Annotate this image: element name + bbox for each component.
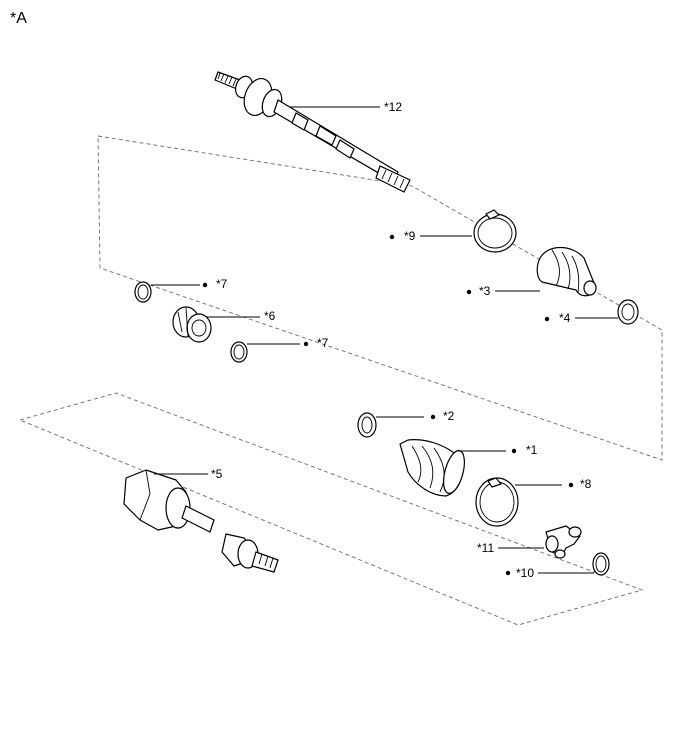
callout-label: *4 — [559, 311, 571, 325]
boot-outer — [536, 246, 597, 297]
view-label: *A — [10, 10, 27, 27]
callout-label: *8 — [580, 477, 592, 491]
callout-c11: *11 — [477, 541, 544, 555]
callout-dot — [430, 414, 436, 420]
callout-dot — [511, 448, 517, 454]
callout-c7a: *7 — [151, 277, 228, 291]
callout-label: *11 — [477, 541, 494, 555]
callout-label: *6 — [264, 309, 276, 323]
callout-c8: *8 — [515, 477, 592, 491]
callout-c9: *9 — [389, 229, 472, 243]
callout-c12: *12 — [290, 100, 402, 114]
inboard-joint-housing — [123, 469, 279, 573]
upper-assembly-outline — [97, 135, 663, 461]
boot-clamp-inner-large — [475, 477, 519, 527]
snap-ring-tripod — [592, 552, 610, 576]
callout-label: *7 — [317, 336, 329, 350]
callout-label: *2 — [443, 409, 455, 423]
callout-c3: *3 — [466, 284, 540, 298]
callout-label: *5 — [211, 467, 223, 481]
callout-label: *3 — [479, 284, 491, 298]
callout-dot — [544, 316, 550, 322]
callout-label: *1 — [526, 443, 538, 457]
inner-joint-bearing — [172, 306, 212, 343]
callout-dot — [389, 234, 395, 240]
lower-assembly-outline — [18, 392, 644, 626]
snap-ring-upper — [134, 281, 152, 303]
snap-ring-lower — [230, 341, 248, 363]
callout-c10: *10 — [505, 566, 594, 580]
callout-c4: *4 — [544, 311, 618, 325]
drive-shaft — [214, 71, 411, 193]
callout-c1: *1 — [458, 443, 538, 457]
callout-c6: *6 — [206, 309, 276, 323]
callout-dot — [568, 482, 574, 488]
boot-clamp-outer — [473, 209, 517, 253]
callout-c2: *2 — [376, 409, 455, 423]
callouts: *12 *9 *3 *4 *7 *6 *7 *2 *1 *5 *8 *11 *10 — [151, 100, 618, 580]
callout-dot — [303, 341, 309, 347]
callout-label: *9 — [404, 229, 416, 243]
tripod-joint — [545, 525, 582, 559]
callout-c5: *5 — [154, 467, 223, 481]
callout-c7b: *7 — [247, 336, 329, 350]
boot-clamp-small — [617, 299, 639, 325]
callout-dot — [202, 282, 208, 288]
callout-dot — [466, 289, 472, 295]
callout-label: *7 — [216, 277, 228, 291]
boot-inner — [399, 439, 465, 497]
callout-label: *10 — [516, 566, 534, 580]
boot-clamp-inner-small — [357, 412, 377, 438]
callout-dot — [505, 570, 511, 576]
callout-label: *12 — [384, 100, 402, 114]
